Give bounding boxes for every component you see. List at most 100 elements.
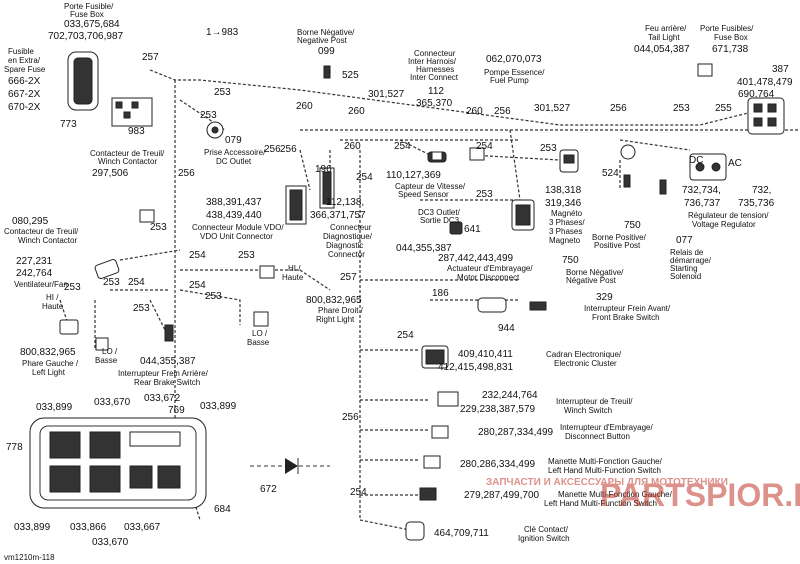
winch-contactor-top-label: Winch Contactor — [98, 157, 157, 166]
regulator-nums: 736,737 — [684, 198, 721, 209]
vdo-connector — [285, 185, 307, 225]
diagnostic-nums: 366,371,757 — [310, 210, 366, 221]
rear-brake-label: Interrupteur Frein Arrière/ — [118, 369, 209, 378]
speed-sensor-label: Speed Sensor — [398, 190, 449, 199]
lo-left-label: LO / — [102, 347, 118, 356]
lh-switch-nums: 280,286,334,499 — [460, 459, 536, 470]
magneto-label: Magnéto — [551, 209, 583, 218]
spare-fuse-nums: 666-2X — [8, 76, 41, 87]
label-672: 672 — [260, 484, 277, 495]
fan — [94, 259, 120, 279]
wire-label: 256 — [280, 144, 297, 155]
winch-contactor-top-nums: 297,506 — [92, 168, 129, 179]
wire-label: 254 — [476, 141, 493, 152]
component-labels: Porte Fusible/ Fuse Box 033,675,684 702,… — [4, 2, 793, 562]
motor-disconnect-actuator — [511, 199, 535, 231]
right-headlight-label: Phare Droit / — [318, 306, 364, 315]
diagnostic-connector — [319, 167, 335, 209]
dc-outlet-label: Prise Accessoire/ — [204, 148, 266, 157]
wire-label: 256 — [264, 144, 281, 155]
regulator-nums2: 735,736 — [738, 198, 775, 209]
wire-numbers: 257 253 253 256 260 260 301,527 260 256 … — [64, 27, 732, 498]
harness-nums: 112 — [428, 86, 444, 97]
hi-left-label: Haute — [42, 302, 64, 311]
wire-label: 253 — [133, 303, 150, 314]
fan-nums: 227,231 — [16, 256, 53, 267]
winch-contactor-top-label: Contacteur de Treuil/ — [90, 149, 165, 158]
fusebox2-401: 401,478,479 — [737, 77, 793, 88]
label-750b: 750 — [562, 255, 579, 266]
wire-label: 260 — [344, 141, 361, 152]
disconnect-button — [431, 425, 449, 439]
disconnect-label: Disconnect Button — [565, 432, 630, 441]
neg-post2-label: Borne Négative/ — [566, 268, 624, 277]
wire-label: 253 — [540, 143, 557, 154]
dc-outlet-icon — [206, 121, 224, 139]
left-headlight-nums: 800,832,965 — [20, 347, 76, 358]
ignition-label: Clé Contact/ — [524, 525, 569, 534]
ecm-label: 769 — [168, 405, 185, 416]
actuator-label: Motor Disconnect — [457, 273, 520, 282]
starter-label: Relais de — [670, 248, 704, 257]
wire-label: 257 — [340, 272, 357, 283]
wire-label: 253 — [150, 222, 167, 233]
right-headlight-nums: 800,832,965 — [306, 295, 362, 306]
wire-label: 254 — [394, 141, 411, 152]
fan-nums: 242,764 — [16, 268, 53, 279]
vdo-nums: 438,439,440 — [206, 210, 262, 221]
winch-contactor-nums: 080,295 — [12, 216, 49, 227]
left-headlight-label: Phare Gauche / — [22, 359, 79, 368]
fusebox2-label: Fuse Box — [714, 33, 748, 42]
starter-label: démarrage/ — [670, 256, 712, 265]
ecm-label: 033,866 — [70, 522, 107, 533]
rh-switch-label: Left Hand Multi-Function Switch — [544, 499, 657, 508]
wire-label: 260 — [348, 106, 365, 117]
rear-brake-switch — [164, 324, 174, 342]
wire-label: 256 — [342, 412, 359, 423]
fusebox2-387: 387 — [772, 64, 789, 75]
neg-post2-label: Négative Post — [566, 276, 617, 285]
diode-symbol — [250, 458, 330, 474]
winch-switch-nums: 229,238,387,579 — [460, 404, 536, 415]
watermark-brand: PARTSPIOR.RU — [600, 477, 800, 513]
diagnostic-label: Diagnostic — [326, 241, 363, 250]
cluster-label: Cadran Electronique/ — [546, 350, 622, 359]
dc-outlet-num: 079 — [225, 135, 242, 146]
lo-left-label: Basse — [95, 356, 118, 365]
disconnect-label: Interrupteur d'Embrayage/ — [560, 423, 653, 432]
voltage-regulator — [689, 153, 727, 181]
hi-left-label: HI / — [46, 293, 59, 302]
speed-sensor-nums: 110,127,369 — [386, 170, 441, 181]
wire-label: 1→983 — [206, 27, 239, 38]
wire-label: 253 — [200, 110, 217, 121]
magneto-nums: 138,318 — [545, 185, 582, 196]
fusebox2-690: 690,764 — [738, 89, 775, 100]
ecm-label: 033,899 — [36, 402, 73, 413]
ecm-label: 684 — [214, 504, 231, 515]
wire-label: 253 — [64, 282, 81, 293]
tail-light-label: Tail Light — [648, 33, 680, 42]
harness-lines — [59, 69, 800, 531]
label-778: 778 — [6, 442, 23, 453]
front-brake-label: Front Brake Switch — [592, 313, 660, 322]
label-329: 329 — [596, 292, 613, 303]
fuse-box-nums: 702,703,706,987 — [48, 31, 124, 42]
magneto-label: Magneto — [549, 236, 581, 245]
harness-label: Inter Connect — [410, 73, 459, 82]
spare-fuse-nums: 667-2X — [8, 89, 41, 100]
neg-post-label: Negative Post — [297, 36, 348, 45]
wire-label: 256 — [610, 103, 627, 114]
regulator-label: Régulateur de tension/ — [688, 211, 769, 220]
ignition-label: Ignition Switch — [518, 534, 570, 543]
wire-label: 186 — [432, 288, 449, 299]
wire-label: 253 — [103, 277, 120, 288]
fan-label: Ventilateur/Fan — [14, 280, 68, 289]
positive-post-label: Positive Post — [594, 241, 641, 250]
ignition-switch — [405, 521, 425, 541]
rh-switch-nums: 279,287,499,700 — [464, 490, 540, 501]
wire-label: 253 — [238, 250, 255, 261]
hi-right-label: Haute — [282, 273, 304, 282]
wire-label: 301,527 — [534, 103, 571, 114]
vdo-label: VDO Unit Connector — [200, 232, 273, 241]
neg-post-label: Borne Négative/ — [297, 28, 355, 37]
